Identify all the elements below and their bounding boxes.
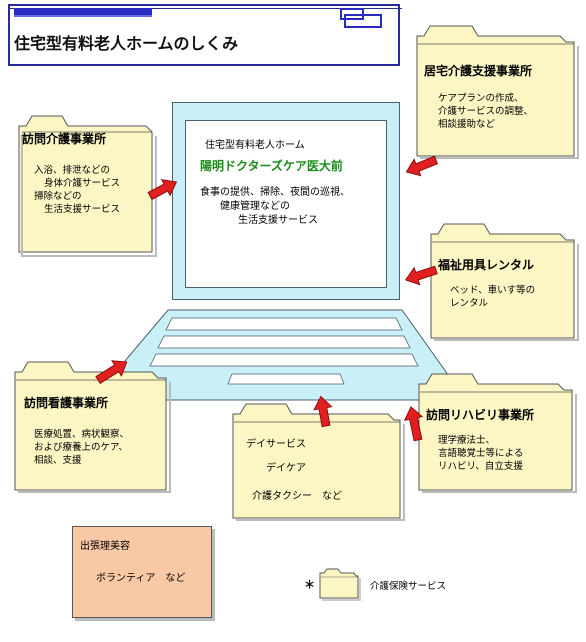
folder-shape bbox=[418, 373, 577, 493]
legend-marker: ＊ bbox=[304, 578, 315, 591]
folder-shape bbox=[232, 403, 405, 521]
box-line: 介護タクシー など bbox=[252, 491, 342, 502]
other-services-line-1: 出張理美容 bbox=[80, 541, 130, 552]
box-line: 介護サービスの調整、 bbox=[438, 106, 534, 117]
box-line: 相談援助など bbox=[438, 119, 496, 130]
title-corner-decoration-outline bbox=[344, 14, 382, 28]
facility-type-label: 住宅型有料老人ホーム bbox=[205, 140, 305, 151]
box-line: 掃除などの bbox=[34, 191, 82, 202]
box-line: 身体介護サービス bbox=[44, 178, 121, 189]
page-title: 住宅型有料老人ホームのしくみ bbox=[14, 34, 239, 53]
box-line: ケアプランの作成、 bbox=[438, 93, 524, 104]
other-services-box bbox=[72, 526, 212, 618]
box-title-reha: 訪問リハビリ事業所 bbox=[426, 408, 535, 422]
box-line: 理学療法士、 bbox=[438, 435, 496, 446]
box-title-kyotaku: 居宅介護支援事業所 bbox=[424, 64, 533, 78]
title-stripe-decoration bbox=[14, 8, 152, 17]
box-line: 入浴、排泄などの bbox=[34, 165, 111, 176]
box-line: デイケア bbox=[266, 463, 306, 474]
facility-service-line-2: 健康管理などの bbox=[220, 201, 290, 212]
box-line: 医療処置、病状観察、 bbox=[34, 429, 130, 440]
box-title-fukushi: 福祉用具レンタル bbox=[438, 258, 535, 272]
legend-folder-icon bbox=[319, 568, 361, 601]
facility-service-line-3: 生活支援サービス bbox=[238, 215, 318, 226]
facility-service-line-1: 食事の提供、掃除、夜間の巡視、 bbox=[200, 187, 350, 198]
box-line: 相談、支援 bbox=[34, 455, 82, 466]
legend-label: 介護保険サービス bbox=[370, 581, 447, 592]
box-line: ベッド、車いす等の bbox=[450, 285, 536, 296]
folder-shape bbox=[18, 114, 157, 257]
box-line: リハビリ、自立支援 bbox=[438, 461, 523, 472]
box-line: デイサービス bbox=[246, 439, 306, 450]
folder-shape bbox=[430, 223, 579, 341]
folder-shape bbox=[416, 25, 579, 159]
box-title-houmon-kango: 訪問看護事業所 bbox=[24, 396, 109, 410]
facility-name: 陽明ドクターズケア医大前 bbox=[200, 159, 343, 173]
box-line: 生活支援サービス bbox=[44, 204, 121, 215]
box-line: および療養上のケア、 bbox=[34, 442, 129, 453]
other-services-line-2: ボランティア など bbox=[96, 573, 186, 584]
box-title-houmon-kaigo: 訪問介護事業所 bbox=[22, 132, 107, 146]
laptop-display bbox=[185, 120, 387, 288]
box-line: 言語聴覚士等による bbox=[438, 448, 524, 459]
box-line: レンタル bbox=[450, 298, 489, 309]
